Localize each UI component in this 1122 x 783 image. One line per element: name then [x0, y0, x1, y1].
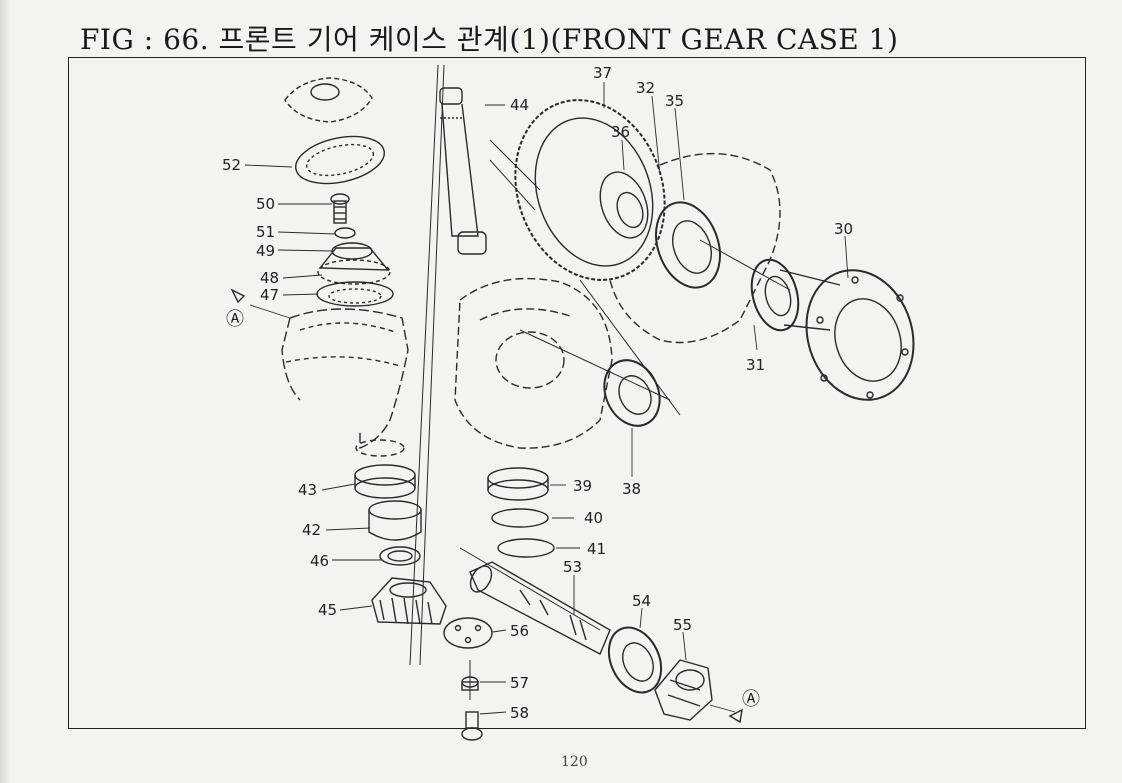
- callout-52: 52: [222, 156, 241, 174]
- callout-49: 49: [256, 242, 275, 260]
- callout-45: 45: [318, 601, 337, 619]
- part-50-bolt: [330, 193, 350, 224]
- callout-35: 35: [665, 92, 684, 110]
- callout-43: 43: [298, 481, 317, 499]
- callout-42: 42: [302, 521, 321, 539]
- callout-38: 38: [622, 480, 641, 498]
- part-30-flange: [805, 269, 915, 401]
- part-36-bearing: [599, 171, 649, 239]
- part-53-pinion-shaft: [459, 547, 611, 655]
- part-39-bearing: [487, 467, 549, 501]
- callout-30: 30: [834, 220, 853, 238]
- part-42-sleeve: [368, 500, 422, 541]
- part-49-48-gear: [317, 242, 391, 285]
- callout-50: 50: [256, 195, 275, 213]
- scan-edge: [0, 0, 10, 783]
- callout-51: 51: [256, 223, 275, 241]
- part-54-bearing: [607, 626, 663, 694]
- part-51-washer: [334, 227, 356, 239]
- arrow-mark-right: [728, 708, 743, 724]
- diagram-frame: [68, 57, 1086, 729]
- part-38-bearing: [603, 359, 661, 427]
- callout-57: 57: [510, 674, 529, 692]
- part-31-collar: [750, 258, 841, 332]
- part-45-bevel-gear: [371, 577, 447, 625]
- callout-32: 32: [636, 79, 655, 97]
- callout-ref-a-left: Ⓐ: [226, 309, 244, 330]
- part-58-bolt: [461, 711, 483, 741]
- part-43-ring: [354, 464, 416, 499]
- callout-31: 31: [746, 356, 765, 374]
- callout-44: 44: [510, 96, 529, 114]
- leader-lines: [244, 82, 849, 715]
- part-40-ring: [491, 508, 549, 528]
- callout-41: 41: [587, 540, 606, 558]
- page-number: 120: [561, 754, 588, 770]
- part-52-seal: [295, 135, 385, 185]
- part-37-ring-gear: [514, 99, 666, 281]
- callout-58: 58: [510, 704, 529, 722]
- part-top-cap: [284, 77, 373, 123]
- part-56-plate: [443, 617, 493, 649]
- part-47-bearing: [316, 281, 394, 307]
- part-35-bearing: [655, 201, 721, 289]
- callout-56: 56: [510, 622, 529, 640]
- part-41-ring: [497, 538, 555, 558]
- callout-54: 54: [632, 592, 651, 610]
- callout-39: 39: [573, 477, 592, 495]
- part-46-bearing: [379, 546, 421, 566]
- callout-46: 46: [310, 552, 329, 570]
- part-55-pinion-gear: [654, 659, 713, 721]
- callout-55: 55: [673, 616, 692, 634]
- part-44-shaft: [439, 87, 487, 255]
- page-title: FIG : 66. 프론트 기어 케이스 관계(1)(FRONT GEAR CA…: [80, 23, 899, 56]
- callout-48: 48: [260, 269, 279, 287]
- callout-37: 37: [593, 64, 612, 82]
- callout-53: 53: [563, 558, 582, 576]
- callout-36: 36: [611, 123, 630, 141]
- part-center-housing: [454, 277, 613, 449]
- arrow-mark-left: [230, 288, 246, 304]
- callout-47: 47: [260, 286, 279, 304]
- callout-ref-a-right: Ⓐ: [742, 689, 760, 710]
- part-left-housing: [281, 308, 409, 457]
- callout-40: 40: [584, 509, 603, 527]
